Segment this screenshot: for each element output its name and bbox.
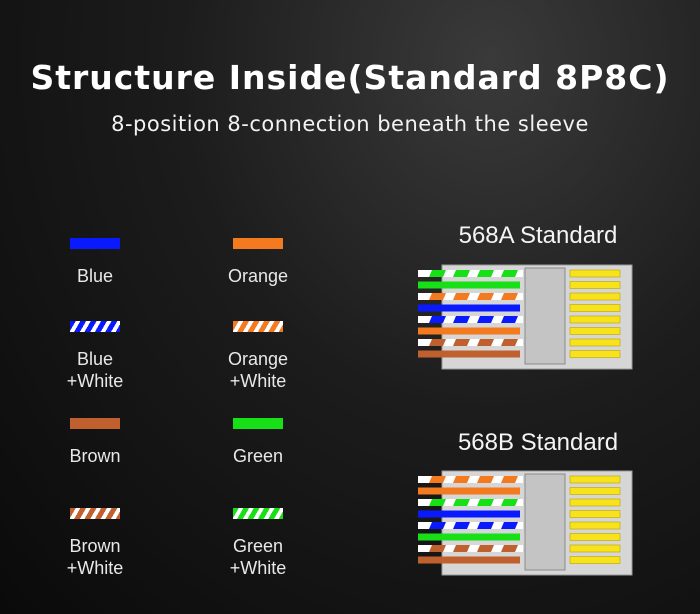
wire-stripe xyxy=(429,339,446,346)
legend-item-brown: Brown xyxy=(25,418,165,467)
contact-pin xyxy=(569,556,621,564)
legend-item-blue-white: Blue +White xyxy=(25,321,165,392)
legend-label: Blue xyxy=(76,266,114,286)
wire-stripe xyxy=(501,522,518,529)
wire xyxy=(418,304,520,312)
legend-item-blue: Blue xyxy=(25,238,165,287)
wire-stripe xyxy=(477,476,494,483)
wire-stripe xyxy=(429,270,446,277)
legend-swatch xyxy=(70,508,120,519)
wire-stripe xyxy=(453,522,470,529)
wire-stripe xyxy=(429,476,446,483)
legend-item-orange-white: Orange +White xyxy=(188,321,328,392)
wire xyxy=(418,281,520,289)
wire xyxy=(418,487,520,495)
wire-stripe xyxy=(501,499,518,506)
legend-label: Brown +White xyxy=(66,536,124,578)
contact-pin xyxy=(569,533,621,541)
page-title: Structure Inside(Standard 8P8C) xyxy=(30,58,670,97)
legend-swatch xyxy=(70,418,120,429)
wire-stripe xyxy=(501,316,518,323)
wire-stripe xyxy=(453,270,470,277)
wire-stripe xyxy=(429,293,446,300)
contact-pin xyxy=(569,292,621,301)
wire-stripe xyxy=(477,499,494,506)
wire-stripe xyxy=(477,339,494,346)
wire-stripe xyxy=(477,293,494,300)
legend-label: Green +White xyxy=(229,536,287,578)
wire-stripe xyxy=(453,499,470,506)
legend-item-brown-white: Brown +White xyxy=(25,508,165,579)
standard-568b-label: 568B Standard xyxy=(457,429,619,456)
wire-stripe xyxy=(501,476,518,483)
contact-pin xyxy=(569,510,621,518)
legend-swatch xyxy=(233,321,283,332)
contact-pin xyxy=(569,304,621,312)
wire xyxy=(418,545,523,552)
wire-stripe xyxy=(429,499,446,506)
contact-pin xyxy=(569,498,621,507)
wire xyxy=(418,522,523,529)
connector-latch xyxy=(524,473,566,571)
connector-568b-diagram xyxy=(418,470,633,576)
wire-stripe xyxy=(501,339,518,346)
wire-stripe xyxy=(453,316,470,323)
wire xyxy=(418,499,523,506)
wire xyxy=(418,533,520,541)
wire-stripe xyxy=(477,270,494,277)
contact-pin xyxy=(569,338,621,347)
connector-568a-diagram xyxy=(418,264,633,370)
wire xyxy=(418,327,520,335)
contact-pin xyxy=(569,521,621,530)
legend-item-orange: Orange xyxy=(188,238,328,287)
wire xyxy=(418,476,523,483)
wire-stripe xyxy=(501,545,518,552)
wire xyxy=(418,316,523,323)
legend-swatch xyxy=(233,418,283,429)
contact-pin xyxy=(569,281,621,289)
wire xyxy=(418,270,523,277)
contact-pin xyxy=(569,327,621,335)
wire xyxy=(418,350,520,358)
contact-pin xyxy=(569,487,621,495)
connector-latch xyxy=(524,267,566,365)
legend-swatch xyxy=(233,238,283,249)
wire xyxy=(418,510,520,518)
legend-label: Brown xyxy=(69,446,121,466)
wire-stripe xyxy=(501,293,518,300)
wire xyxy=(418,556,520,564)
contact-pin xyxy=(569,544,621,553)
legend-swatch xyxy=(233,508,283,519)
legend-label: Orange +White xyxy=(227,349,289,391)
legend-label: Blue +White xyxy=(66,349,124,391)
wire-stripe xyxy=(453,339,470,346)
wire-stripe xyxy=(477,316,494,323)
wire-stripe xyxy=(429,316,446,323)
legend-swatch xyxy=(70,238,120,249)
wire-stripe xyxy=(453,476,470,483)
legend-label: Orange xyxy=(227,266,289,286)
legend-swatch xyxy=(70,321,120,332)
page-subtitle: 8-position 8-connection beneath the slee… xyxy=(111,112,589,136)
wire-stripe xyxy=(429,545,446,552)
wire-stripe xyxy=(477,545,494,552)
legend-item-green-white: Green +White xyxy=(188,508,328,579)
standard-568a-label: 568A Standard xyxy=(458,222,618,249)
wire-stripe xyxy=(453,293,470,300)
wire-stripe xyxy=(453,545,470,552)
wire-stripe xyxy=(477,522,494,529)
contact-pin xyxy=(569,475,621,484)
wire xyxy=(418,339,523,346)
wire-stripe xyxy=(501,270,518,277)
contact-pin xyxy=(569,269,621,278)
contact-pin xyxy=(569,315,621,324)
contact-pin xyxy=(569,350,621,358)
legend-label: Green xyxy=(232,446,284,466)
legend-item-green: Green xyxy=(188,418,328,467)
wire xyxy=(418,293,523,300)
wire-stripe xyxy=(429,522,446,529)
